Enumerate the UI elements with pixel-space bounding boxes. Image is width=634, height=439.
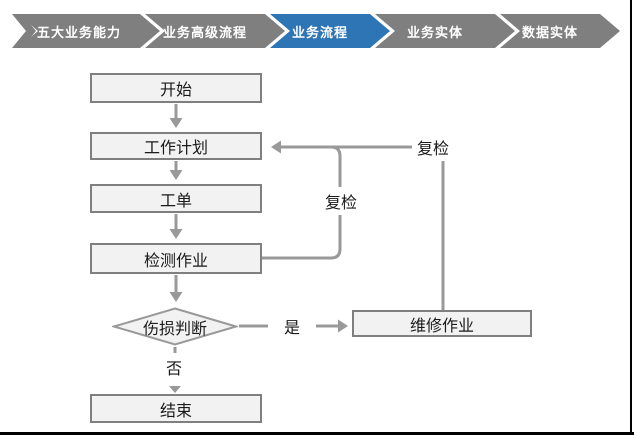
flow-node-label: 工作计划 — [143, 140, 208, 157]
edge-label-recheck-inner: 复检 — [319, 187, 363, 215]
flow-node-work-order: 工单 — [90, 184, 262, 213]
nav-item-label: 五大业务能力 — [36, 24, 121, 40]
flow-node-label: 工单 — [159, 192, 192, 210]
nav-item-advanced-process[interactable]: 业务高级流程 — [145, 14, 285, 48]
nav-item-label: 业务流程 — [291, 24, 348, 40]
nav-item-label: 数据实体 — [521, 24, 578, 40]
nav-item-business-process[interactable]: 业务流程 — [270, 14, 390, 48]
flow-node-damage-judgment: 伤损判断 — [110, 307, 240, 346]
connector-recheck-outer — [271, 140, 445, 310]
edge-label-recheck-outer: 复检 — [411, 133, 455, 161]
nav-item-data-entity[interactable]: 数据实体 — [500, 14, 620, 48]
edge-label-yes: 是 — [278, 312, 306, 340]
flow-node-end: 结束 — [90, 394, 262, 423]
flow-node-label: 结束 — [159, 402, 192, 420]
flow-node-repair-job: 维修作业 — [352, 310, 532, 337]
edge-label-no: 否 — [160, 353, 188, 381]
flow-node-label: 维修作业 — [409, 317, 474, 335]
nav-item-label: 业务实体 — [406, 24, 463, 40]
flow-node-label: 开始 — [159, 82, 192, 99]
arrowhead-no-to-end — [169, 386, 181, 393]
flow-node-inspection-job: 检测作业 — [90, 243, 262, 274]
flow-node-label: 检测作业 — [143, 252, 208, 270]
diamond-shape — [110, 307, 240, 346]
nav-item-label: 业务高级流程 — [162, 24, 247, 40]
nav-item-business-entity[interactable]: 业务实体 — [375, 14, 515, 48]
flow-node-label: 伤损判断 — [142, 320, 207, 338]
page-border-right — [630, 0, 632, 435]
flow-node-start: 开始 — [90, 73, 262, 103]
page-border-bottom — [0, 432, 634, 435]
nav-item-five-capabilities[interactable]: 五大业务能力 — [18, 14, 160, 48]
flow-node-work-plan: 工作计划 — [90, 132, 262, 160]
